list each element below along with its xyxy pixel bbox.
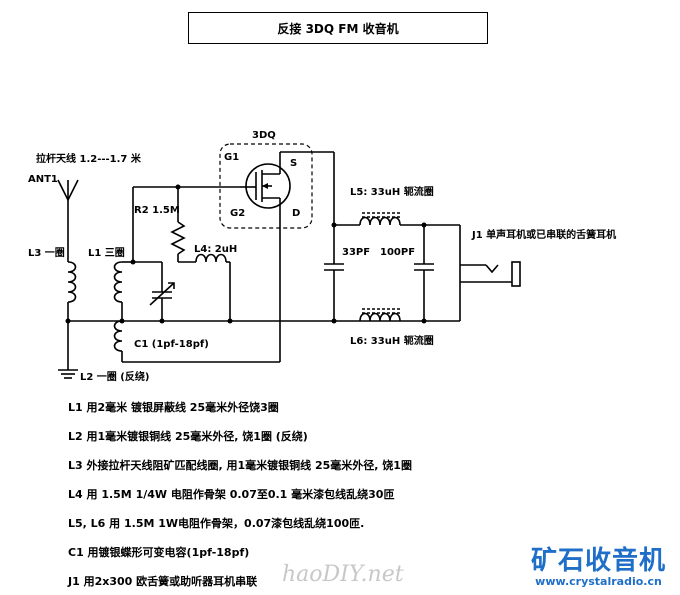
- ground-symbol: [58, 369, 78, 379]
- note-l3: L3 外接拉杆天线阻矿匹配线圈, 用1毫米镀银铜线 25毫米外径, 饶1圈: [68, 459, 412, 472]
- diagram-title: 反接 3DQ FM 收音机: [188, 12, 488, 44]
- transistor-3dq: [240, 163, 291, 209]
- brand-url: www.crystalradio.cn: [535, 575, 662, 588]
- l4-coil: [195, 253, 227, 263]
- l5-choke: [359, 212, 402, 226]
- brand-logo: 矿石收音机 www.crystalradio.cn: [531, 540, 666, 588]
- l2-coil: [113, 320, 123, 352]
- brand-title: 矿石收音机: [530, 546, 666, 576]
- antenna-range-label: 拉杆天线 1.2---1.7 米: [36, 152, 142, 165]
- watermark: haoDIY.net: [282, 562, 404, 587]
- capacitor-100pf: [414, 225, 434, 321]
- transistor-label: 3DQ: [252, 130, 276, 141]
- c1-label: C1 (1pf-18pf): [134, 339, 209, 350]
- l3-coil: [67, 261, 77, 303]
- note-c1: C1 用镀银蝶形可变电容(1pf-18pf): [68, 546, 250, 559]
- transistor-package-outline: [219, 143, 313, 229]
- capacitor-33pf: [324, 225, 344, 321]
- l1-coil: [113, 261, 123, 303]
- s-label: S: [290, 158, 297, 169]
- r2-label: R2 1.5M: [134, 205, 180, 216]
- junction-dots: [65, 184, 427, 324]
- c100-label: 100PF: [380, 247, 415, 258]
- ant1-label: ANT1: [28, 174, 58, 185]
- l2-label: L2 一圈 (反绕): [80, 370, 149, 383]
- note-j1: J1 用2x300 欧舌簧或助听器耳机串联: [68, 575, 258, 588]
- g2-label: G2: [230, 208, 245, 219]
- note-l4: L4 用 1.5M 1/4W 电阻作骨架 0.07至0.1 毫米漆包线乱绕30匝: [68, 488, 395, 501]
- g1-label: G1: [224, 152, 239, 163]
- l5-label: L5: 33uH 轭流圈: [350, 185, 434, 198]
- j1-jack: [459, 225, 521, 321]
- l6-label: L6: 33uH 轭流圈: [350, 334, 434, 347]
- note-l1: L1 用2毫米 镀银屏蔽线 25毫米外径饶3圈: [68, 401, 279, 414]
- note-l2: L2 用1毫米镀银铜线 25毫米外径, 饶1圈 (反绕): [68, 430, 308, 443]
- tuning-capacitor: [149, 262, 175, 321]
- d-label: D: [292, 208, 300, 219]
- c33-label: 33PF: [342, 247, 370, 258]
- note-l5-l6: L5, L6 用 1.5M 1W电阻作骨架，0.07漆包线乱绕100匝.: [68, 517, 365, 530]
- l4-label: L4: 2uH: [194, 244, 237, 255]
- antenna-symbol: [57, 179, 79, 262]
- circuit-schematic: 3DQ G1 G2 S D 拉杆天线 1.2---1.7 米 ANT1 R2 1…: [28, 130, 616, 383]
- l3-label: L3 一圈: [28, 247, 65, 259]
- l6-choke: [359, 308, 402, 322]
- r2-resistor: [170, 221, 186, 255]
- j1-label: J1 单声耳机或已串联的舌簧耳机: [471, 228, 616, 241]
- l1-label: L1 三圈: [88, 247, 125, 259]
